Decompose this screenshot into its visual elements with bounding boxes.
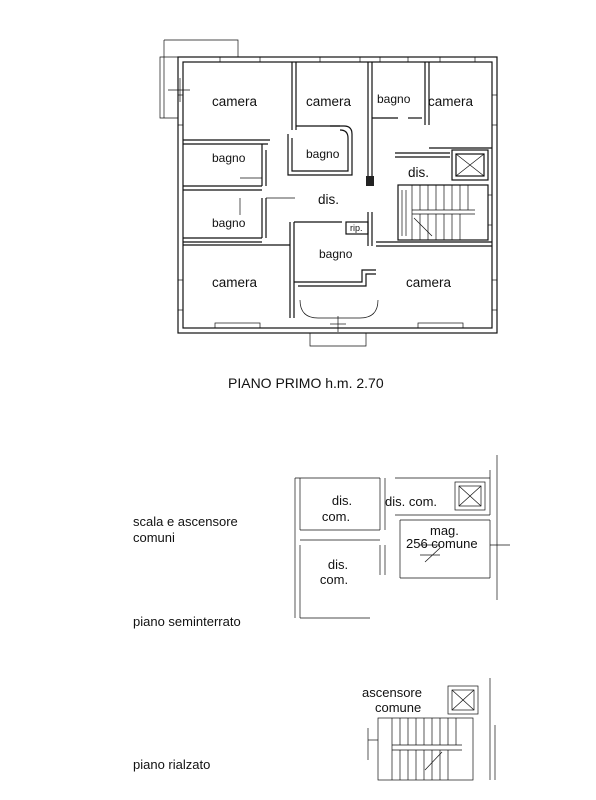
dis-com-1-line1: dis. bbox=[331, 493, 353, 508]
room-bagno-left-1: bagno bbox=[212, 151, 246, 165]
piano-primo-title: PIANO PRIMO h.m. 2.70 bbox=[228, 375, 384, 391]
interior-walls bbox=[183, 62, 492, 318]
room-camera-top-left: camera bbox=[212, 94, 258, 109]
balcony bbox=[159, 39, 239, 119]
dis-com-1-line2: com. bbox=[321, 509, 351, 524]
room-dis-center: dis. bbox=[318, 192, 340, 207]
mag-line2: 256 comune bbox=[406, 536, 478, 551]
room-bagno-top-small: bagno bbox=[377, 92, 411, 106]
room-bagno-left-2: bagno bbox=[212, 216, 246, 230]
room-camera-bottom-right: camera bbox=[406, 275, 452, 290]
ascensore-line2: comune bbox=[375, 700, 422, 715]
room-dis-right: dis. bbox=[408, 165, 430, 180]
room-rip: rip. bbox=[350, 223, 363, 233]
ascensore-line1: ascensore bbox=[362, 685, 422, 700]
room-bagno-lower: bagno bbox=[319, 247, 353, 261]
room-camera-top-mid: camera bbox=[306, 94, 352, 109]
dis-com-3-line1: dis. bbox=[327, 557, 349, 572]
room-bagno-center: bagno bbox=[306, 147, 340, 161]
room-camera-bottom-left: camera bbox=[212, 275, 258, 290]
side-label-line1: scala e ascensore bbox=[133, 514, 238, 529]
mag-line1: mag. bbox=[430, 523, 459, 538]
room-camera-top-right: camera bbox=[428, 94, 474, 109]
seminterrato-caption: piano seminterrato bbox=[133, 614, 241, 629]
dis-com-3-line2: com. bbox=[319, 572, 349, 587]
side-label-line2: comuni bbox=[133, 530, 175, 545]
entrance bbox=[299, 299, 379, 347]
dis-com-2: dis. com. bbox=[385, 494, 438, 509]
windows bbox=[177, 56, 498, 329]
stairs-steps bbox=[401, 185, 492, 240]
rialzato-caption: piano rialzato bbox=[133, 757, 211, 772]
